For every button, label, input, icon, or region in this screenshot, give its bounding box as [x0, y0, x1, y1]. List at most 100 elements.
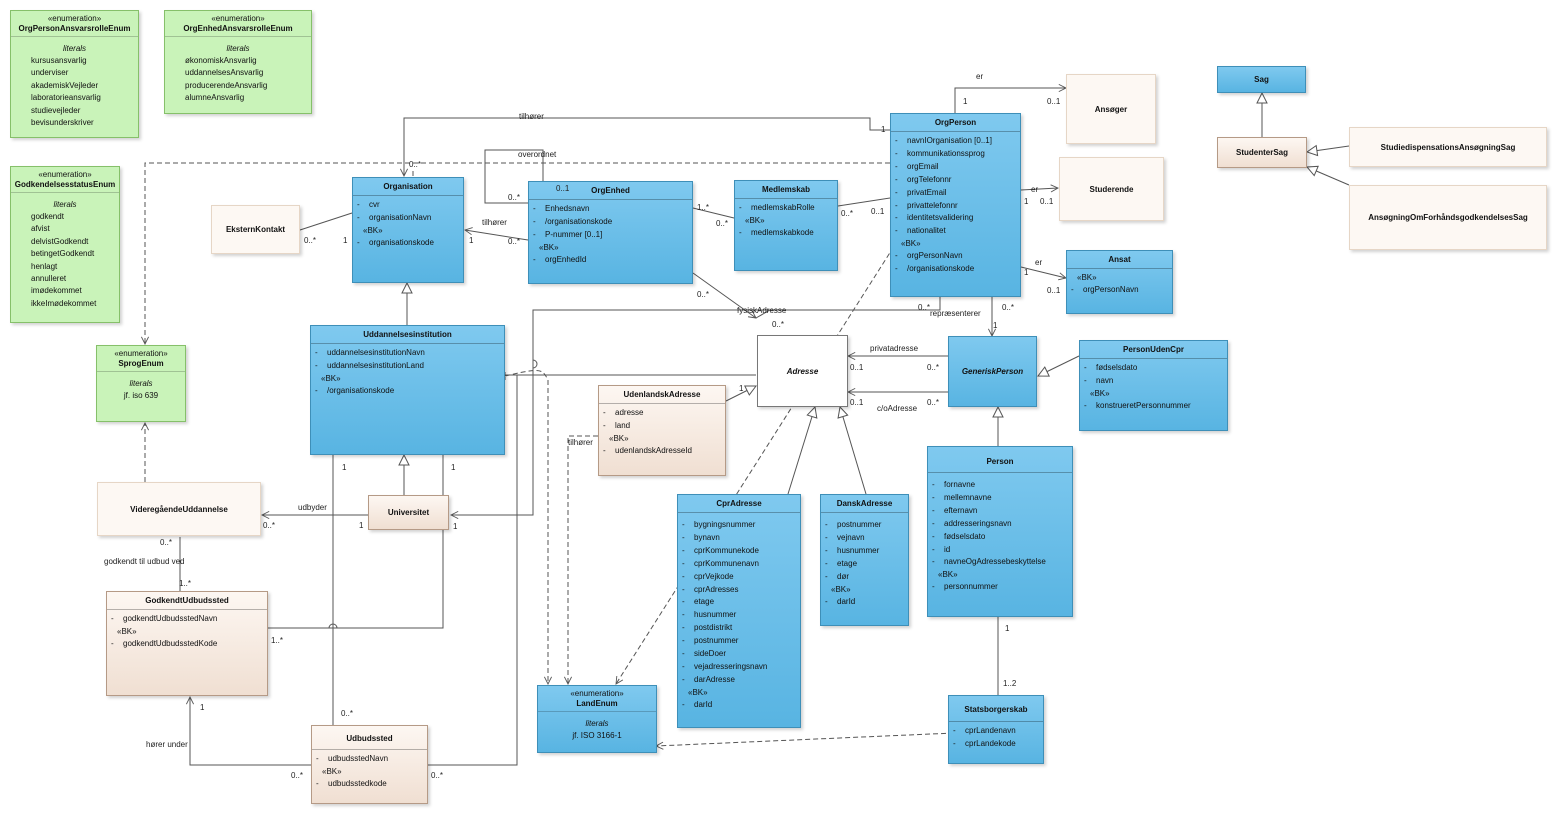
bk-label: «BK» [363, 225, 383, 235]
enum-title: GodkendelsesstatusEnum [11, 179, 119, 193]
dep-statsb-land [656, 732, 955, 746]
class-videregaendeuddannelse[interactable]: VideregåendeUddannelse [97, 482, 261, 536]
attribute: -darAdresse [682, 674, 735, 684]
attribute: -identitetsvalidering [895, 213, 974, 223]
mult-0-star: 0..* [927, 398, 940, 407]
class-udenlandskadresse[interactable]: UdenlandskAdresse -adresse -land «BK» -u… [598, 385, 726, 476]
assoc-eksternkontakt [299, 212, 353, 231]
mult-1: 1 [881, 125, 886, 134]
literals-label: literals [226, 44, 250, 53]
mult-1: 1 [1005, 624, 1010, 633]
enum-literal: laboratorieansvarlig [31, 93, 101, 103]
enum-literal: økonomiskAnsvarlig [185, 56, 257, 65]
class-personudencpr[interactable]: PersonUdenCpr -fødselsdato -navn «BK» -k… [1079, 340, 1228, 431]
label-er-ansat: er [1035, 258, 1043, 267]
enum-sprog[interactable]: «enumeration» SprogEnum literals jf. iso… [96, 345, 186, 422]
enum-literal: betingetGodkendt [31, 249, 95, 259]
class-studiedispensationsansogningsag[interactable]: StudiedispensationsAnsøgningSag [1349, 127, 1547, 167]
mult-1: 1 [993, 321, 998, 330]
label-tilhorer-enhed: tilhører [482, 218, 507, 227]
attribute: -fødselsdato [932, 531, 986, 541]
attribute: -udbudsstedNavn [316, 754, 389, 763]
mult-0-1: 0..1 [1047, 97, 1061, 106]
enum-literal: delvistGodkendt [31, 236, 89, 246]
class-studentersag[interactable]: StudenterSag [1217, 137, 1307, 168]
class-eksternkontakt[interactable]: EksternKontakt [211, 205, 300, 254]
class-ansoger[interactable]: Ansøger [1066, 74, 1156, 144]
literals-label: literals [53, 200, 77, 209]
attribute: -dør [825, 571, 849, 581]
label-godkendt-til-udbud-ved: godkendt til udbud ved [104, 557, 185, 566]
key-attribute: -konstrueretPersonnummer [1084, 400, 1191, 410]
mult-0-1: 0..1 [1047, 286, 1061, 295]
class-generiskperson[interactable]: GeneriskPerson [948, 336, 1037, 407]
label-fysiskadresse: fysiskAdresse [737, 306, 787, 315]
class-title: UdenlandskAdresse [599, 386, 725, 404]
label-er-studerende: er [1031, 185, 1039, 194]
class-adresse[interactable]: Adresse [757, 335, 848, 407]
mult-1: 1 [739, 384, 744, 393]
assoc-orgperson-ansoger [954, 88, 1066, 113]
gen-danskadresse [840, 407, 867, 495]
enum-literal: akademiskVejleder [31, 80, 99, 90]
enum-literal: underviser [31, 68, 69, 78]
attribute: -cvr [357, 200, 380, 209]
attribute: -Enhedsnavn [533, 204, 590, 213]
class-sag[interactable]: Sag [1217, 66, 1306, 93]
class-title: Studerende [1089, 184, 1134, 194]
class-udbudssted[interactable]: Udbudssted -udbudsstedNavn «BK» -udbudss… [311, 725, 428, 804]
enum-literal: imødekommet [31, 286, 82, 296]
class-organisation[interactable]: Organisation -cvr -organisationNavn «BK»… [352, 177, 464, 283]
class-orgperson[interactable]: OrgPerson -navnIOrganisation [0..1] -kom… [890, 113, 1021, 297]
attribute: -bygningsnummer [682, 520, 756, 529]
enum-land[interactable]: «enumeration» LandEnum literals jf. ISO … [537, 685, 657, 753]
attribute: -/organisationskode [533, 216, 613, 226]
assoc-horer-under [190, 697, 311, 766]
label-repraesenterer: repræsenterer [930, 309, 981, 318]
label-tilhorer-organisation: tilhører [519, 112, 544, 121]
enum-orgenhedansvarsrolle[interactable]: «enumeration» OrgEnhedAnsvarsrolleEnum l… [164, 10, 312, 114]
mult-1: 1 [1024, 268, 1029, 277]
mult-0-star: 0..* [341, 709, 354, 718]
mult-0-star: 0..* [431, 771, 444, 780]
attribute: -medlemskabRolle [739, 203, 815, 212]
class-orgenhed[interactable]: OrgEnhed -Enhedsnavn -/organisationskode… [528, 181, 693, 284]
key-attribute: -organisationskode [357, 237, 434, 247]
label-tilhorer-land: tilhører [568, 438, 593, 447]
literals-label: literals [585, 719, 609, 728]
class-studerende[interactable]: Studerende [1059, 157, 1164, 221]
class-person[interactable]: Person -fornavne -mellemnavne -efternavn… [927, 446, 1073, 617]
bk-label: «BK» [322, 766, 342, 776]
label-horer-under: hører under [146, 740, 188, 749]
assoc-fysisk-person [451, 297, 941, 515]
label-er-ansoger: er [976, 72, 984, 81]
attribute: -nationalitet [895, 226, 946, 236]
bk-label: «BK» [117, 626, 137, 636]
key-attribute: -/organisationskode [895, 264, 975, 274]
class-title: Uddannelsesinstitution [311, 326, 504, 344]
key-attribute: -orgPersonNavn [1071, 285, 1139, 294]
crossing-bump-b [328, 623, 338, 629]
class-ansogningomforhandsgodkendelsessag[interactable]: AnsøgningOmForhåndsgodkendelsesSag [1349, 185, 1547, 250]
mult-0-1: 0..1 [1040, 197, 1054, 206]
enum-literal: kursusansvarlig [31, 56, 87, 65]
attribute: -cprLandekode [953, 738, 1016, 748]
attribute: -cprKommunenavn [682, 558, 759, 568]
bk-label: «BK» [938, 570, 958, 580]
class-statsborgerskab[interactable]: Statsborgerskab -cprLandenavn -cprLandek… [948, 695, 1044, 764]
bk-label: «BK» [609, 433, 629, 443]
class-universitet[interactable]: Universitet [368, 495, 449, 530]
class-godkendtudbudssted[interactable]: GodkendtUdbudssted -godkendtUdbudsstedNa… [106, 591, 268, 696]
class-uddannelsesinstitution[interactable]: Uddannelsesinstitution -uddannelsesinsti… [310, 325, 505, 455]
class-ansat[interactable]: Ansat «BK» -orgPersonNavn [1066, 250, 1173, 314]
mult-0-star: 0..* [716, 219, 729, 228]
mult-0-star: 0..* [304, 236, 317, 245]
key-attribute: -/organisationskode [315, 385, 395, 395]
class-cpradresse[interactable]: CprAdresse -bygningsnummer -bynavn -cprK… [677, 494, 801, 728]
class-danskadresse[interactable]: DanskAdresse -postnummer -vejnavn -husnu… [820, 494, 909, 626]
attribute: -cprLandenavn [953, 726, 1016, 735]
enum-orgpersonansvarsrolle[interactable]: «enumeration» OrgPersonAnsvarsrolleEnum … [10, 10, 139, 138]
class-title: StudiedispensationsAnsøgningSag [1380, 142, 1516, 152]
class-medlemskab[interactable]: Medlemskab -medlemskabRolle «BK» -medlem… [734, 180, 838, 271]
enum-godkendelsesstatus[interactable]: «enumeration» GodkendelsesstatusEnum lit… [10, 166, 120, 323]
